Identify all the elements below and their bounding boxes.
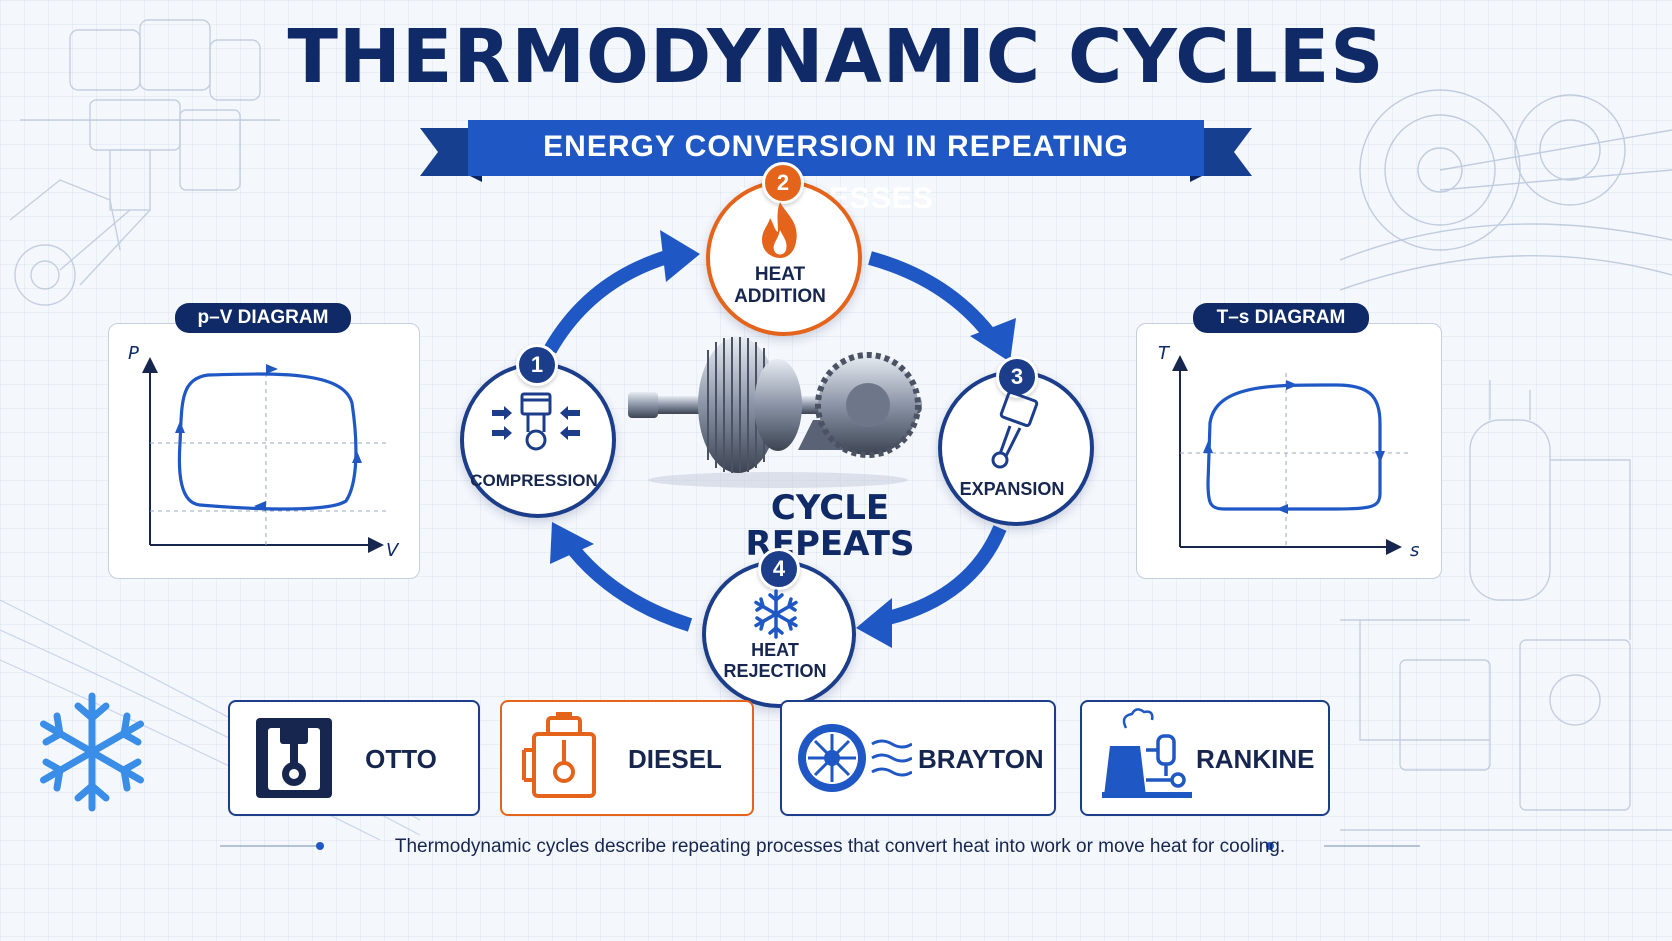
step-heat-addition-line2: ADDITION [734,286,826,307]
cycle-name-rankine: RANKINE [1196,744,1315,774]
step-compression [460,362,616,518]
step-compression-label: COMPRESSION [470,471,598,490]
engine-block-icon [256,718,332,798]
cycle-name-diesel: DIESEL [628,744,722,774]
footer-rule [220,842,1420,850]
large-snowflake-icon [40,692,144,812]
step-heat-rejection-label: HEAT REJECTION [704,640,846,682]
subtitle-ribbon [420,120,1252,182]
cycle-name-otto: OTTO [365,744,437,774]
piston-compression-icon [492,392,580,451]
ts-x-axis-label: s [1410,540,1420,561]
power-plant-icon [1102,708,1192,798]
step-3-badge: 3 [996,356,1038,398]
pv-x-axis-label: V [386,540,399,561]
pv-diagram-label: p–V DIAGRAM [175,303,351,333]
step-heat-rejection-line2: REJECTION [723,661,827,681]
diesel-engine-icon [522,712,596,798]
step-heat-rejection-line1: HEAT [751,640,799,660]
snowflake-icon [754,589,798,639]
turbine-sketch-decoration [1340,89,1672,291]
pv-diagram-chart [142,357,388,553]
page-subtitle: ENERGY CONVERSION IN REPEATING PROCESSES [543,130,1129,215]
step-4-badge: 4 [758,548,800,590]
cycle-repeats-line1: CYCLE [770,488,890,528]
piston-expansion-icon [991,390,1039,469]
ts-y-axis-label: T [1158,343,1169,364]
page-title: THERMODYNAMIC CYCLES [287,14,1385,100]
pv-diagram-panel [108,323,420,579]
turbine-icon [798,724,912,792]
step-1-badge: 1 [516,344,558,386]
cycle-arrows [543,230,1016,648]
footer-caption: Thermodynamic cycles describe repeating … [394,836,1286,857]
turbine-shaft-illustration [628,337,922,488]
pipework-sketch-decoration [1340,380,1672,831]
cycle-repeats-line2: REPEATS [745,524,915,564]
step-heat-addition-label: HEAT ADDITION [708,264,852,308]
engine-sketch-decoration [9,19,280,306]
step-2-badge: 2 [762,162,804,204]
cycle-name-brayton: BRAYTON [918,744,1044,774]
step-expansion-label: EXPANSION [959,479,1065,499]
step-heat-addition-line1: HEAT [754,264,806,285]
ts-diagram-label: T–s DIAGRAM [1193,303,1369,333]
ts-diagram-chart [1172,355,1408,555]
cycle-repeats-label: CYCLE REPEATS [690,490,970,562]
flame-icon [762,202,797,258]
pv-y-axis-label: P [128,343,139,364]
